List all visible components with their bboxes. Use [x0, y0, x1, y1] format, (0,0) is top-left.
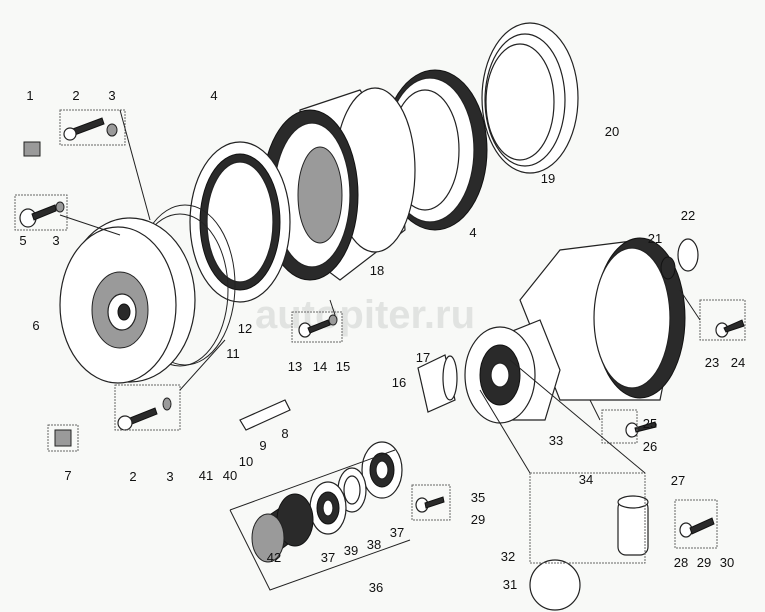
part-label: 32	[501, 549, 515, 564]
housing-33	[464, 237, 686, 424]
part-label: 36	[369, 580, 383, 595]
part-label: 35	[471, 490, 485, 505]
part-label: 3	[166, 469, 173, 484]
part-label: 3	[52, 233, 59, 248]
part-label: 3	[108, 88, 115, 103]
part-label: 42	[267, 550, 281, 565]
part-label: 21	[648, 231, 662, 246]
nut-21	[660, 256, 676, 280]
part-label: 30	[720, 555, 734, 570]
part-label: 41	[199, 468, 213, 483]
part-label: 6	[32, 318, 39, 333]
part-label: 18	[370, 263, 384, 278]
ring-4-left	[189, 141, 291, 303]
bearing-37-left	[309, 481, 347, 535]
part-label: 40	[223, 468, 237, 483]
part-label: 23	[705, 355, 719, 370]
part-label: 39	[344, 543, 358, 558]
part-label: 19	[541, 171, 555, 186]
watermark: autopiter.ru	[255, 293, 475, 337]
part-label: 37	[321, 550, 335, 565]
part-label: 27	[671, 473, 685, 488]
part-label: 2	[129, 469, 136, 484]
part-label: 24	[731, 355, 745, 370]
bolts	[19, 117, 745, 611]
part-label: 17	[416, 350, 430, 365]
part-label: 4	[469, 225, 476, 240]
part-label: 22	[681, 208, 695, 223]
ring-20	[481, 22, 579, 174]
group-frames	[14, 109, 746, 591]
part-label: 33	[549, 433, 563, 448]
cover-6	[59, 217, 196, 384]
part-label: 38	[367, 537, 381, 552]
part-label: 29	[697, 555, 711, 570]
part-label: 11	[226, 346, 240, 361]
part-label: 31	[503, 577, 517, 592]
part-label: 2	[72, 88, 79, 103]
part-label: 8	[281, 426, 288, 441]
part-label: 7	[64, 468, 71, 483]
part-label: 16	[392, 375, 406, 390]
part-label: 4	[210, 88, 217, 103]
part-label: 20	[605, 124, 619, 139]
part-label: 9	[259, 438, 266, 453]
filter-17	[417, 354, 458, 413]
part-label: 5	[19, 233, 26, 248]
part-label: 26	[643, 439, 657, 454]
part-label: 25	[643, 416, 657, 431]
gear-42	[251, 493, 314, 563]
part-label: 15	[336, 359, 350, 374]
part-label: 29	[471, 512, 485, 527]
part-label: 37	[390, 525, 404, 540]
part-label: 14	[313, 359, 327, 374]
part-label: 28	[674, 555, 688, 570]
washer-22	[677, 238, 699, 272]
part-label: 34	[579, 472, 593, 487]
accumulator-27	[617, 495, 649, 556]
part-label: 10	[239, 454, 253, 469]
part-label: 13	[288, 359, 302, 374]
bearing-37-right	[361, 441, 403, 499]
part-label: 12	[238, 321, 252, 336]
part-label: 1	[26, 88, 33, 103]
